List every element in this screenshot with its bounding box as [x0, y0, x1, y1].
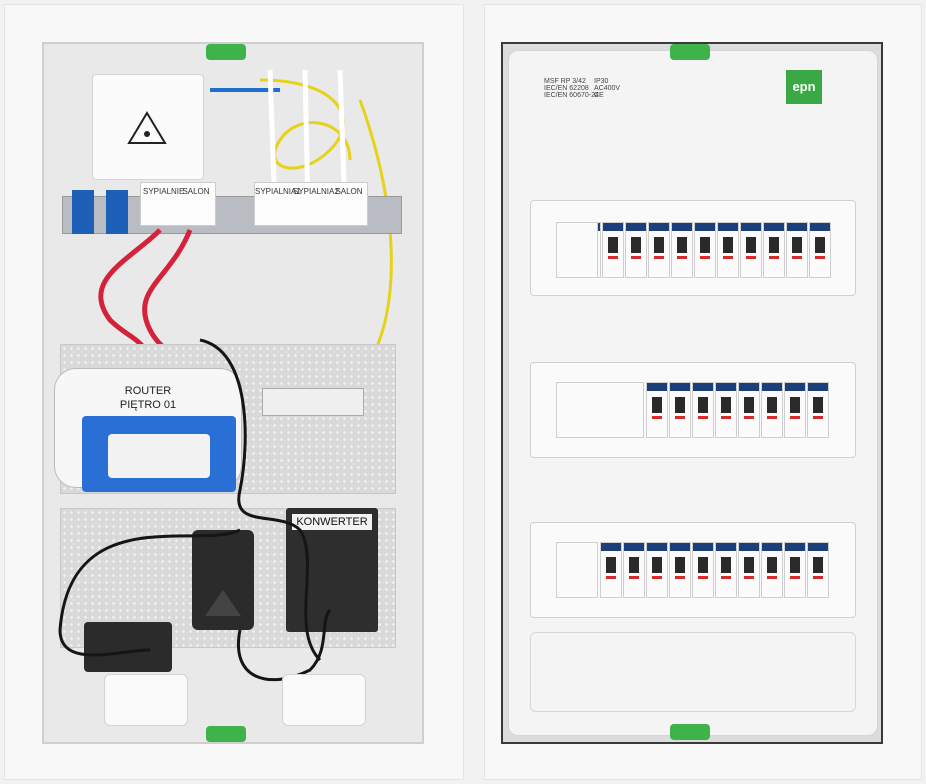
circuit-breaker[interactable]	[600, 542, 622, 598]
router-blue-stand	[82, 416, 236, 492]
circuit-breaker[interactable]	[807, 382, 829, 438]
terminal-block-right	[106, 190, 128, 234]
circuit-breaker[interactable]	[784, 382, 806, 438]
circuit-breaker[interactable]	[715, 542, 737, 598]
rcd-module[interactable]	[556, 542, 598, 598]
terminal-block-left	[72, 190, 94, 234]
media-converter: KONWERTER	[286, 508, 378, 632]
circuit-breaker[interactable]	[623, 542, 645, 598]
circuit-breaker[interactable]	[625, 222, 647, 278]
power-adapter-small	[84, 622, 172, 672]
circuit-breaker[interactable]	[717, 222, 739, 278]
circuit-breaker[interactable]	[809, 222, 831, 278]
circuit-breaker[interactable]	[671, 222, 693, 278]
rj45-socket-module: SYPIALNIE SALON	[140, 182, 216, 226]
circuit-breaker[interactable]	[807, 542, 829, 598]
circuit-breaker[interactable]	[740, 222, 762, 278]
rating-line-1: IP30	[594, 78, 609, 85]
circuit-breaker[interactable]	[738, 542, 760, 598]
vent-triangle-icon	[205, 590, 241, 616]
spec-text-block: MSF RP 3/42 IEC/EN 62208 IEC/EN 60670-24	[544, 78, 624, 99]
circuit-breaker[interactable]	[784, 542, 806, 598]
bottom-clip-left-box	[206, 726, 246, 742]
port-label-salon-lan: SALON	[182, 187, 210, 196]
top-clip-right-box	[670, 44, 710, 60]
cable-gland-left	[104, 674, 188, 726]
bottom-clip-right-box	[670, 724, 710, 740]
circuit-breaker[interactable]	[602, 222, 624, 278]
circuit-breaker[interactable]	[715, 382, 737, 438]
laser-warning-icon	[127, 111, 167, 144]
circuit-breaker[interactable]	[786, 222, 808, 278]
fiber-termination-box	[92, 74, 204, 180]
circuit-breaker[interactable]	[648, 222, 670, 278]
converter-label: KONWERTER	[292, 514, 372, 530]
power-cables	[58, 338, 332, 682]
port-label-sypialnia2: SYPIALNIA2	[293, 187, 339, 196]
circuit-breaker[interactable]	[646, 382, 668, 438]
circuit-breaker[interactable]	[692, 542, 714, 598]
rcd-module[interactable]	[556, 382, 644, 438]
circuit-breaker[interactable]	[669, 382, 691, 438]
coax-socket-module: SYPIALNIA1 SYPIALNIA2 SALON	[254, 182, 368, 226]
epn-logo: epn	[786, 70, 822, 104]
port-label-salon-tv: SALON	[335, 187, 363, 196]
blank-cover-section	[530, 632, 856, 712]
cable-gland-right	[282, 674, 366, 726]
circuit-breaker[interactable]	[763, 222, 785, 278]
spec-line-2: IEC/EN 62208	[544, 85, 589, 92]
spec-line-1: MSF RP 3/42	[544, 78, 586, 85]
spec-line-3: IEC/EN 60670-24	[544, 92, 599, 99]
rating-line-2: AC400V	[594, 85, 621, 92]
top-clip-left-box	[206, 44, 246, 60]
power-adapter-large	[192, 530, 254, 630]
router-stand-window	[108, 434, 210, 478]
tv-splitter	[262, 388, 364, 416]
rating-text-block: IP30 AC400V CE	[594, 78, 634, 99]
circuit-breaker[interactable]	[738, 382, 760, 438]
circuit-breaker[interactable]	[669, 542, 691, 598]
circuit-breaker[interactable]	[761, 382, 783, 438]
circuit-breaker[interactable]	[761, 542, 783, 598]
rcd-module[interactable]	[556, 222, 598, 278]
circuit-breaker[interactable]	[692, 382, 714, 438]
circuit-breaker[interactable]	[694, 222, 716, 278]
ce-mark-icon: CE	[594, 92, 604, 99]
router-label-line2: PIĘTRO 01	[119, 399, 177, 411]
port-label-sypialnia1: SYPIALNIA1	[255, 187, 301, 196]
circuit-breaker[interactable]	[646, 542, 668, 598]
port-label-sypialnie: SYPIALNIE	[143, 187, 185, 196]
router-label-line1: ROUTER	[124, 385, 172, 397]
